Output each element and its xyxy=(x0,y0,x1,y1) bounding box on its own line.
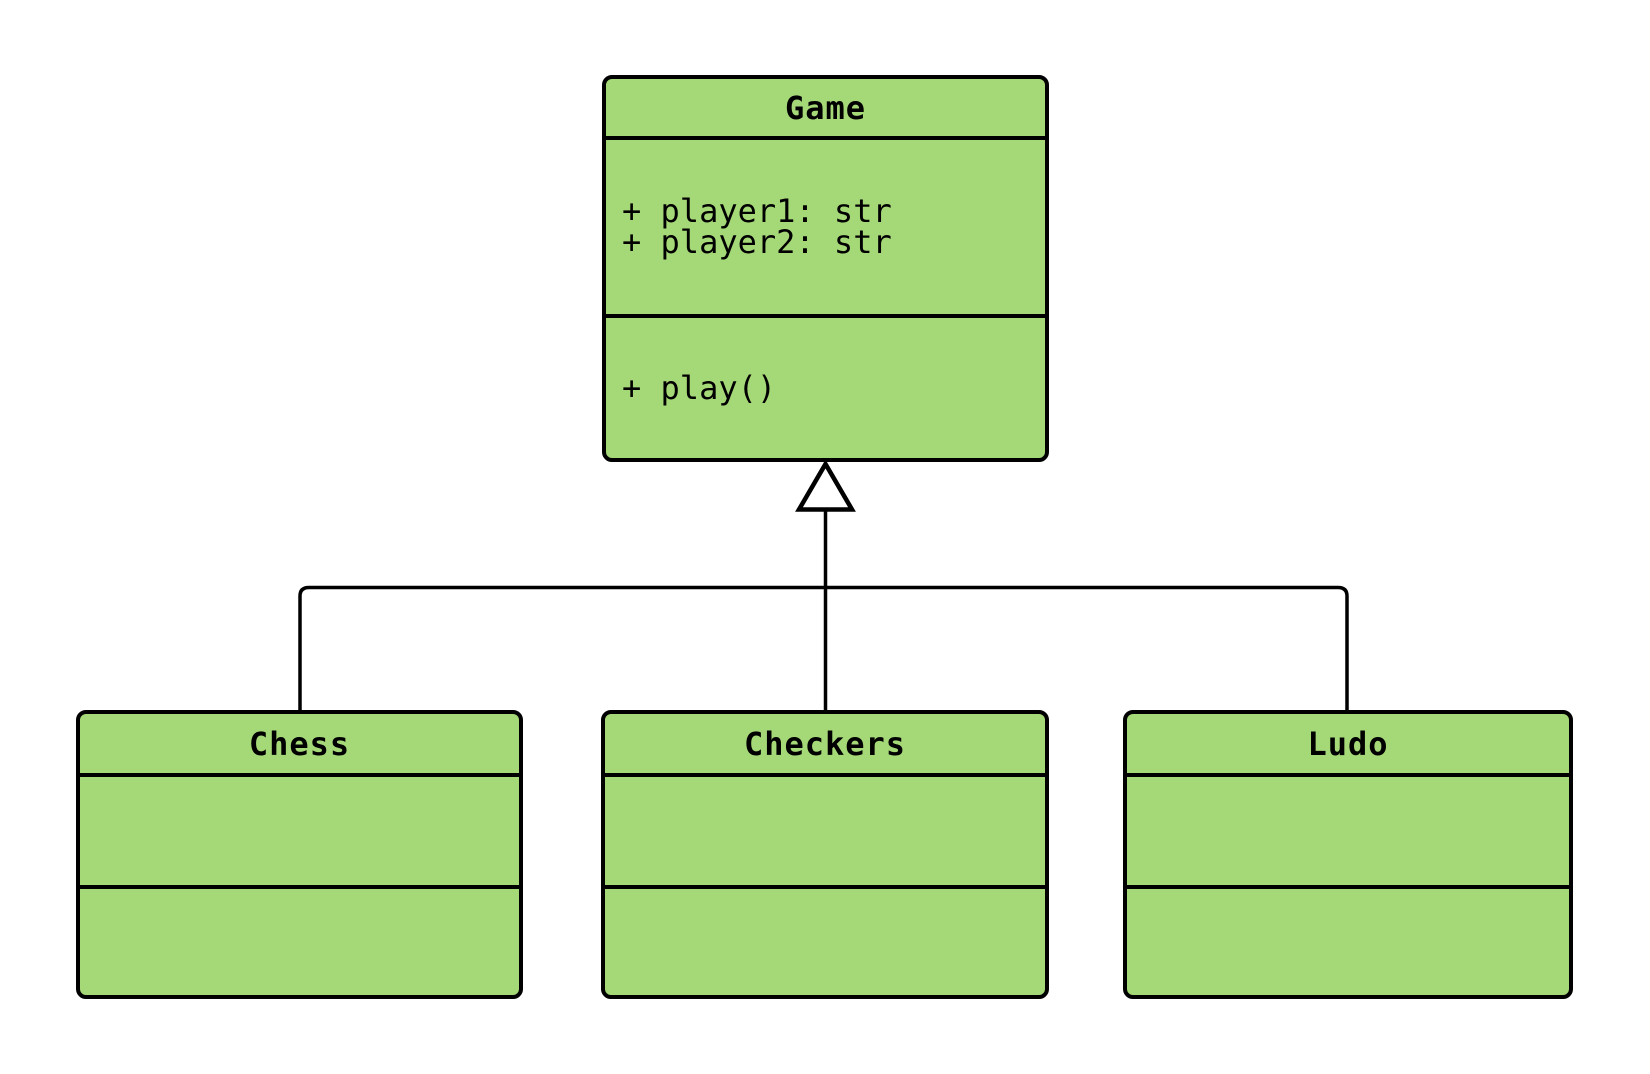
section-divider xyxy=(606,136,1045,140)
class-title-game: Game xyxy=(784,88,867,127)
class-methods-game: + play() xyxy=(606,318,1045,458)
attribute-line: + player2: str xyxy=(622,223,892,261)
class-node-chess: Chess xyxy=(76,710,523,999)
attribute-line: + player1: str xyxy=(622,192,892,230)
section-divider xyxy=(80,885,519,889)
section-divider xyxy=(606,314,1045,318)
section-divider xyxy=(605,885,1045,889)
section-divider xyxy=(605,773,1045,777)
class-methods-ludo xyxy=(1127,889,1569,995)
class-attributes-game: + player1: str + player2: str xyxy=(606,140,1045,314)
class-methods-chess xyxy=(80,889,519,995)
section-divider xyxy=(1127,885,1569,889)
class-node-checkers: Checkers xyxy=(601,710,1049,999)
class-node-game: Game + player1: str + player2: str + pla… xyxy=(602,75,1049,462)
class-attributes-checkers xyxy=(605,777,1045,885)
method-line: + play() xyxy=(622,368,777,407)
class-node-ludo: Ludo xyxy=(1123,710,1573,999)
class-attributes-chess xyxy=(80,777,519,885)
class-title-ludo: Ludo xyxy=(1307,724,1389,763)
section-divider xyxy=(1127,773,1569,777)
inheritance-triangle-icon xyxy=(795,459,856,512)
class-title-checkers: Checkers xyxy=(743,724,907,763)
class-attributes-ludo xyxy=(1127,777,1569,885)
inheritance-branch-line xyxy=(298,585,1349,713)
section-divider xyxy=(80,773,519,777)
class-title-chess: Chess xyxy=(248,724,351,763)
class-methods-checkers xyxy=(605,889,1045,995)
